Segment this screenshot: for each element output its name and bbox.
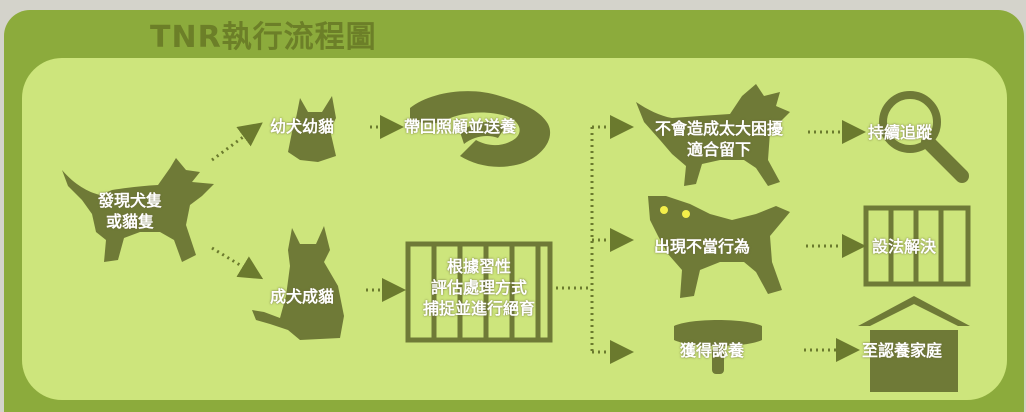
node-adopted: 獲得認養 bbox=[680, 341, 745, 360]
node-adult: 成犬成貓 bbox=[270, 287, 335, 306]
magnifier-icon bbox=[879, 91, 969, 183]
node-assess: 根據習性 評估處理方式 捕捉並進行絕育 bbox=[408, 256, 550, 319]
node-take-home: 帶回照顧並送養 bbox=[404, 117, 517, 136]
house-icon bbox=[858, 296, 970, 392]
fence-icon bbox=[863, 205, 971, 287]
dog-eye bbox=[660, 206, 668, 214]
arrow-found-young bbox=[211, 122, 263, 162]
node-assess-line2: 評估處理方式 bbox=[430, 278, 527, 297]
caring-hands-icon bbox=[410, 91, 551, 167]
dog-silhouette-icon bbox=[62, 158, 214, 262]
node-no-trouble-line1: 不會造成太大困擾 bbox=[654, 119, 783, 138]
node-improper: 出現不當行為 bbox=[654, 237, 751, 256]
node-track: 持續追蹤 bbox=[868, 123, 933, 142]
dog-aggressive-silhouette bbox=[648, 196, 790, 298]
cat-silhouette-icon bbox=[252, 226, 344, 340]
kitten-silhouette-icon bbox=[288, 96, 336, 162]
node-adopt-home: 至認養家庭 bbox=[862, 341, 943, 360]
node-no-trouble-line2: 適合留下 bbox=[686, 140, 751, 159]
node-found-line1: 發現犬隻 bbox=[97, 191, 162, 210]
dog-eye bbox=[682, 210, 690, 218]
node-solve: 設法解決 bbox=[872, 237, 937, 256]
node-no-trouble: 不會造成太大困擾 適合留下 bbox=[634, 118, 804, 160]
node-found: 發現犬隻 或貓隻 bbox=[96, 190, 164, 232]
node-assess-line3: 捕捉並進行絕育 bbox=[422, 299, 535, 318]
cage-icon bbox=[405, 241, 553, 343]
dog-top-right-silhouette bbox=[636, 84, 790, 186]
arrow-found-adult bbox=[211, 246, 264, 280]
node-found-line2: 或貓隻 bbox=[105, 212, 154, 231]
diagram-title: TNR執行流程圖 bbox=[150, 20, 377, 55]
node-assess-line1: 根據習性 bbox=[446, 257, 511, 276]
node-young: 幼犬幼貓 bbox=[270, 117, 335, 136]
collar-icon bbox=[674, 320, 762, 346]
